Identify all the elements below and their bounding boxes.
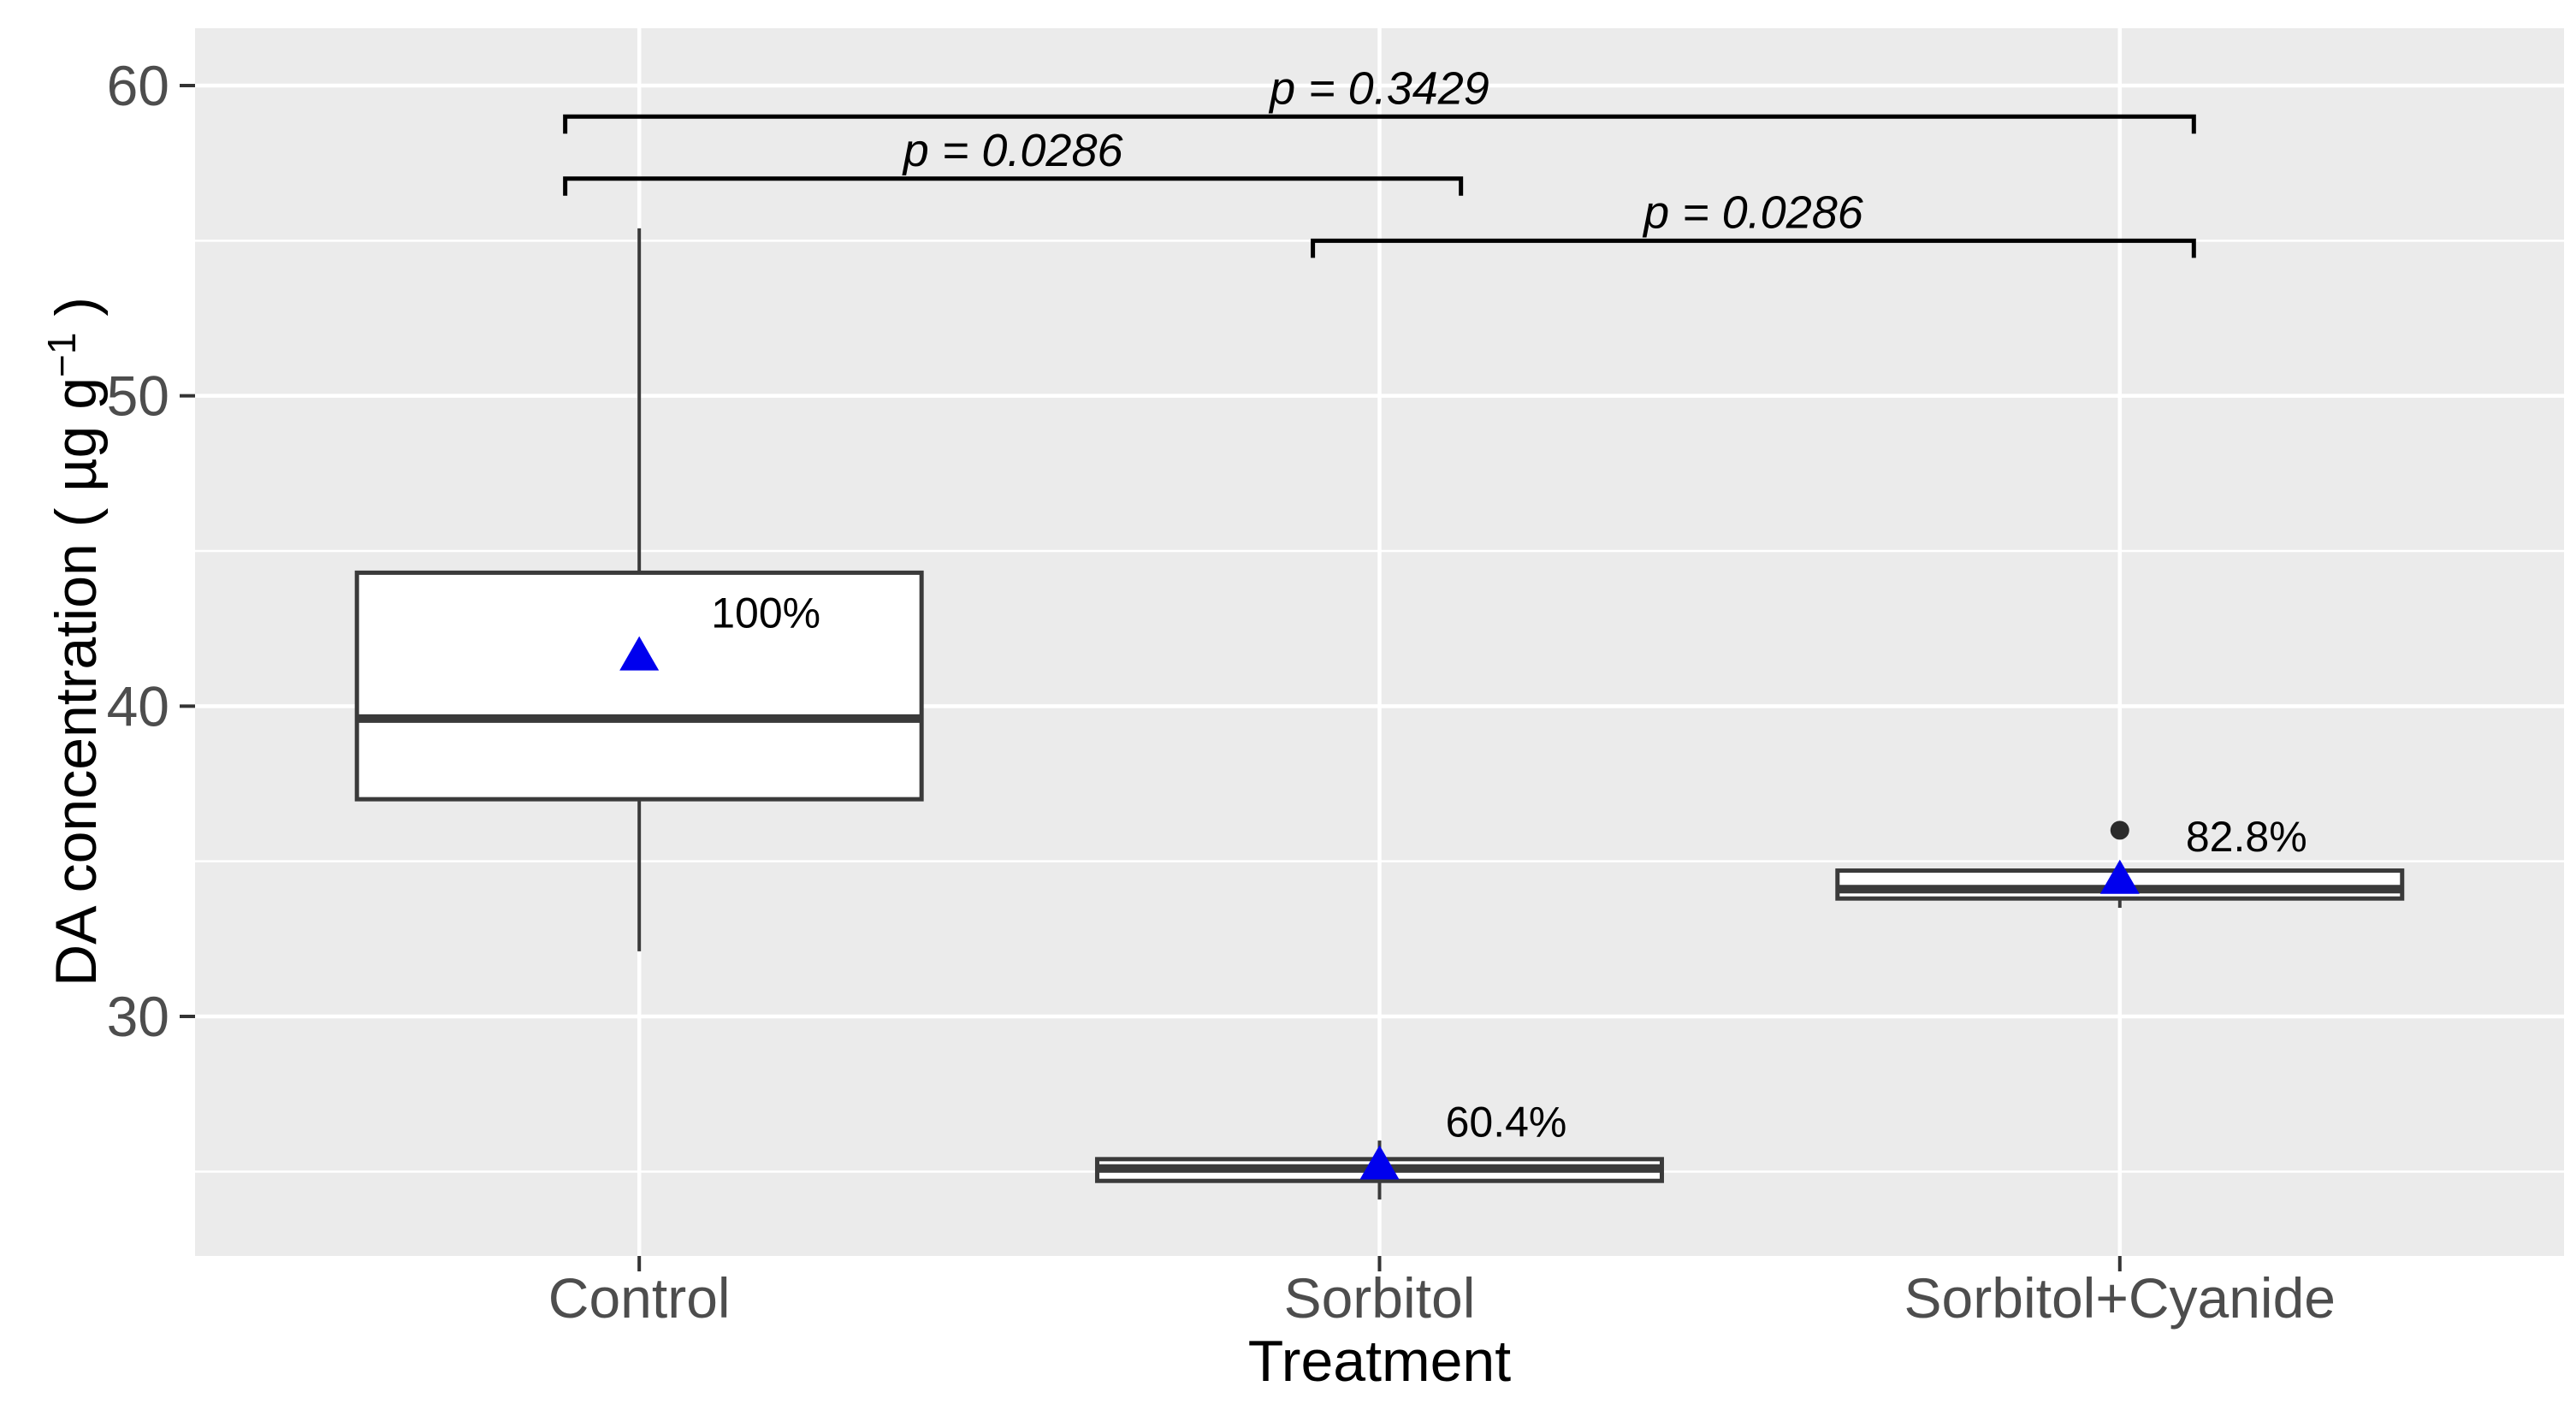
x-tick-label: Sorbitol [1284, 1266, 1476, 1330]
x-axis-title: Treatment [1248, 1329, 1511, 1394]
percent-label: 100% [711, 589, 820, 637]
outlier-point [2110, 820, 2129, 840]
y-tick-label: 30 [107, 985, 169, 1048]
percent-label: 60.4% [1446, 1098, 1567, 1146]
p-value-label: p = 0.3429 [1268, 62, 1489, 114]
mean-triangle-icon [2099, 859, 2140, 894]
mean-triangle-icon [1359, 1145, 1400, 1180]
significance-bracket [563, 176, 1464, 196]
y-tick-label: 50 [107, 364, 169, 428]
mean-triangle-icon [619, 636, 660, 671]
box-group-sorbitol [1094, 1140, 1664, 1200]
x-tick-label: Control [548, 1266, 731, 1330]
percent-label: 82.8% [2186, 813, 2307, 861]
significance-bracket [1311, 238, 2196, 258]
iqr-box [354, 570, 924, 802]
x-tick-label: Sorbitol+Cyanide [1904, 1266, 2336, 1330]
p-value-label: p = 0.0286 [902, 125, 1124, 176]
box-group-sorbitol-cyanide [1835, 820, 2405, 909]
y-tick-label: 40 [107, 674, 169, 738]
y-axis-title: DA concentration ( µg g−1 ) [39, 297, 109, 986]
box-group-control [354, 228, 924, 951]
significance-bracket [563, 114, 2196, 134]
p-value-label: p = 0.0286 [1642, 187, 1864, 238]
y-tick-label: 60 [107, 54, 169, 117]
